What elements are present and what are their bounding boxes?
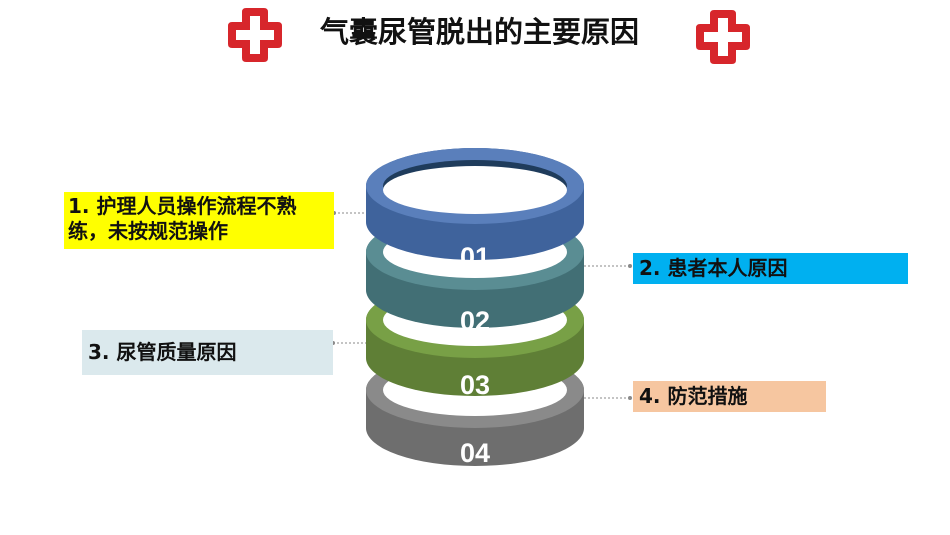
label-operation-process: 1. 护理人员操作流程不熟练，未按规范操作	[64, 192, 334, 249]
ring-01: 01	[366, 148, 584, 272]
ring-number-03: 03	[460, 370, 490, 400]
red-cross-icon	[696, 10, 750, 64]
page-title: 气囊尿管脱出的主要原因	[320, 15, 640, 49]
label-patient-reason: 2. 患者本人原因	[633, 253, 908, 284]
ring-number-04: 04	[460, 438, 490, 468]
ring-stack: 04 03 02 01	[366, 148, 584, 468]
label-preventive-measures: 4. 防范措施	[633, 381, 826, 412]
ring-number-02: 02	[460, 306, 490, 336]
ring-number-01: 01	[460, 242, 490, 272]
label-catheter-quality: 3. 尿管质量原因	[82, 330, 333, 375]
red-cross-icon	[228, 8, 282, 62]
